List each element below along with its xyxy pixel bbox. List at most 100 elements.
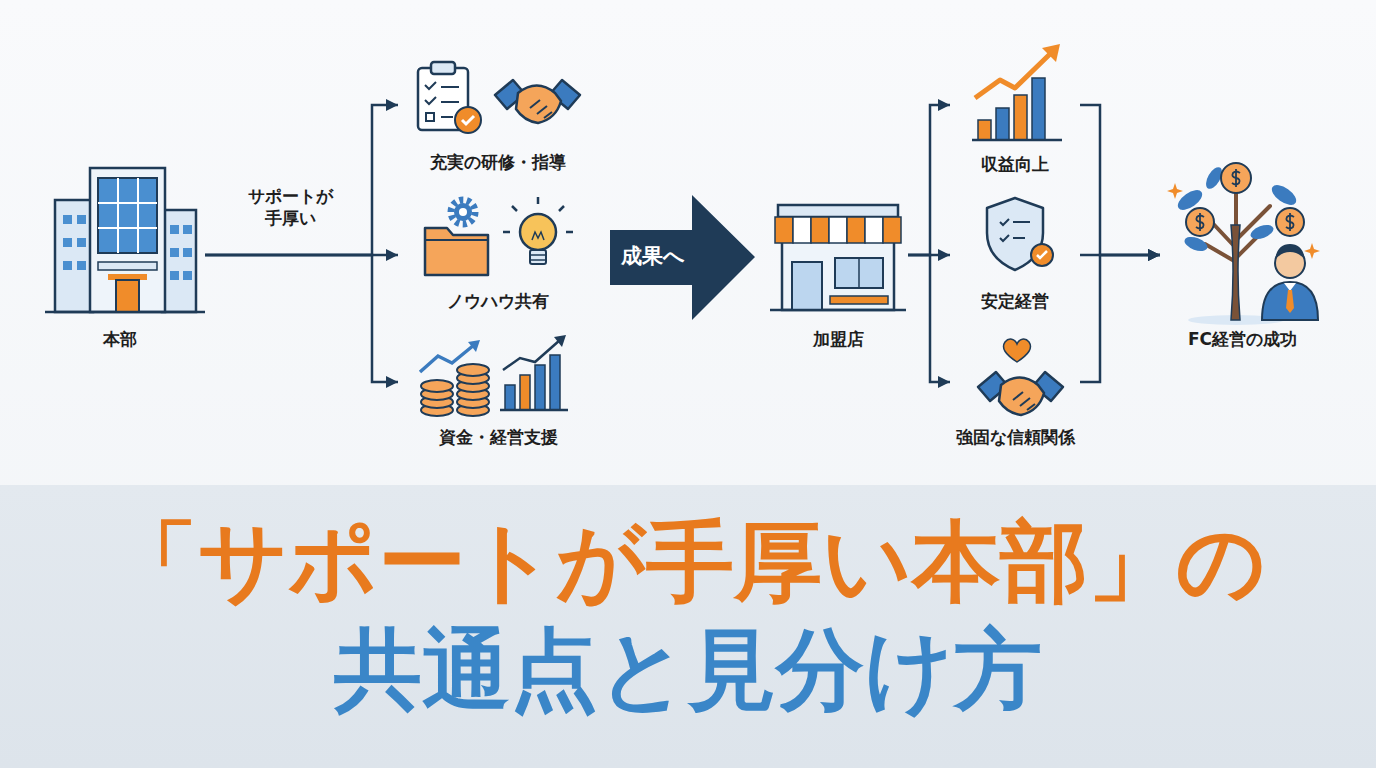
growth-chart-icon bbox=[500, 409, 568, 412]
clipboard-icon bbox=[426, 113, 434, 121]
lightbulb-icon bbox=[532, 232, 544, 240]
headquarters-building bbox=[98, 262, 157, 270]
money-tree-icon bbox=[1196, 213, 1204, 231]
outcome-item: 強固な信頼関係 bbox=[950, 320, 1080, 448]
store-icon bbox=[883, 217, 901, 243]
knowhow-icon bbox=[425, 200, 488, 275]
node-label: ノウハウ共有 bbox=[398, 290, 598, 312]
clipboard-icon bbox=[418, 62, 481, 133]
revenue-chart-icon bbox=[975, 54, 1050, 98]
outcome-item: 安定経営 bbox=[950, 180, 1080, 312]
growth-chart-icon bbox=[503, 340, 560, 370]
store-icon bbox=[782, 240, 894, 310]
shield-icon bbox=[1031, 244, 1053, 266]
shield-icon bbox=[1000, 219, 1009, 241]
money-tree-icon bbox=[1262, 282, 1318, 320]
headquarters-building bbox=[170, 248, 179, 257]
money-tree-icon bbox=[1232, 169, 1240, 187]
node-label: 強固な信頼関係 bbox=[950, 426, 1080, 448]
connector-arrow bbox=[1080, 255, 1160, 382]
revenue-chart-icon bbox=[972, 44, 1062, 140]
store-icon bbox=[793, 217, 811, 243]
arrow-shape bbox=[610, 195, 755, 320]
revenue-chart-icon bbox=[972, 139, 1062, 142]
node-label: 安定経営 bbox=[950, 290, 1080, 312]
success-goal: FC経営の成功 bbox=[1160, 160, 1325, 350]
money-tree-icon bbox=[1167, 183, 1183, 199]
connector-layer bbox=[205, 105, 1160, 382]
support-item: 充実の研修・指導 bbox=[398, 55, 598, 173]
money-tree-icon bbox=[1284, 283, 1296, 291]
store-icon bbox=[775, 217, 793, 243]
trust-icon bbox=[978, 339, 1063, 415]
store-icon bbox=[865, 217, 883, 243]
clipboard-icon bbox=[431, 62, 455, 74]
node-label: 充実の研修・指導 bbox=[398, 151, 598, 173]
page-title: 「サポートが手厚い本部」の 共通点と見分け方 bbox=[0, 508, 1376, 724]
clipboard-icon bbox=[462, 116, 474, 124]
connector-arrow bbox=[908, 105, 950, 255]
headquarters-building bbox=[98, 178, 157, 253]
money-tree-icon bbox=[1183, 234, 1210, 253]
money-tree-icon bbox=[1276, 208, 1304, 236]
lightbulb-icon bbox=[530, 255, 546, 260]
node-label: 資金・経営支援 bbox=[398, 426, 598, 448]
store-icon bbox=[770, 309, 906, 312]
headquarters-building bbox=[183, 225, 192, 234]
node-label: 加盟店 bbox=[768, 328, 908, 350]
headquarters-building bbox=[63, 238, 72, 247]
money-tree-icon bbox=[1231, 225, 1240, 320]
franchise-store: 加盟店 bbox=[768, 195, 908, 350]
coins-icon bbox=[420, 340, 489, 416]
headquarters-building bbox=[55, 200, 93, 312]
store-icon bbox=[811, 217, 829, 243]
coins-icon bbox=[457, 364, 489, 376]
store-icon bbox=[830, 296, 888, 304]
money-tree-icon bbox=[1167, 163, 1320, 325]
outcome-item: 収益向上 bbox=[950, 40, 1080, 175]
coins-icon bbox=[420, 345, 474, 372]
coins-icon bbox=[421, 380, 453, 392]
revenue-chart-icon bbox=[996, 108, 1009, 140]
arrow-label: 成果へ bbox=[610, 243, 696, 269]
connector-arrow bbox=[205, 105, 398, 255]
headquarters-building bbox=[170, 225, 179, 234]
revenue-chart-icon bbox=[978, 120, 991, 140]
store-icon bbox=[778, 205, 898, 217]
handshake-icon bbox=[978, 372, 1063, 415]
headquarters-building bbox=[77, 215, 86, 224]
coins-icon bbox=[468, 340, 480, 352]
lightbulb-icon bbox=[530, 250, 546, 264]
headquarters-building bbox=[77, 238, 86, 247]
store-icon bbox=[858, 258, 860, 288]
result-arrow: 成果へ bbox=[610, 195, 755, 320]
store-icon bbox=[770, 205, 906, 310]
store-icon bbox=[847, 217, 865, 243]
growth-chart-icon bbox=[535, 365, 545, 410]
knowhow-icon bbox=[425, 228, 488, 275]
node-label: 本部 bbox=[35, 328, 205, 350]
revenue-chart-icon bbox=[1042, 44, 1060, 62]
money-tree-icon bbox=[1249, 222, 1276, 241]
knowhow-icon bbox=[451, 200, 475, 224]
headquarters-building bbox=[162, 210, 196, 312]
headquarters-building bbox=[45, 168, 205, 312]
money-tree-icon bbox=[1221, 163, 1251, 193]
growth-chart-icon bbox=[554, 335, 566, 347]
money-tree-icon bbox=[1286, 213, 1294, 231]
knowhow-icon bbox=[454, 203, 472, 221]
clipboard-icon bbox=[455, 107, 481, 133]
headquarters-building bbox=[63, 215, 72, 224]
headquarters-node: 本部 bbox=[35, 160, 205, 350]
knowhow-icon bbox=[459, 208, 467, 216]
revenue-chart-icon bbox=[1014, 95, 1027, 140]
knowhow-icon bbox=[425, 239, 488, 241]
connector-arrow bbox=[908, 255, 950, 382]
shield-icon bbox=[1013, 222, 1030, 238]
headquarters-building bbox=[183, 248, 192, 257]
trust-icon bbox=[1004, 339, 1031, 362]
headquarters-building bbox=[90, 168, 165, 312]
headquarters-building bbox=[77, 261, 86, 270]
support-item: 資金・経営支援 bbox=[398, 330, 598, 448]
